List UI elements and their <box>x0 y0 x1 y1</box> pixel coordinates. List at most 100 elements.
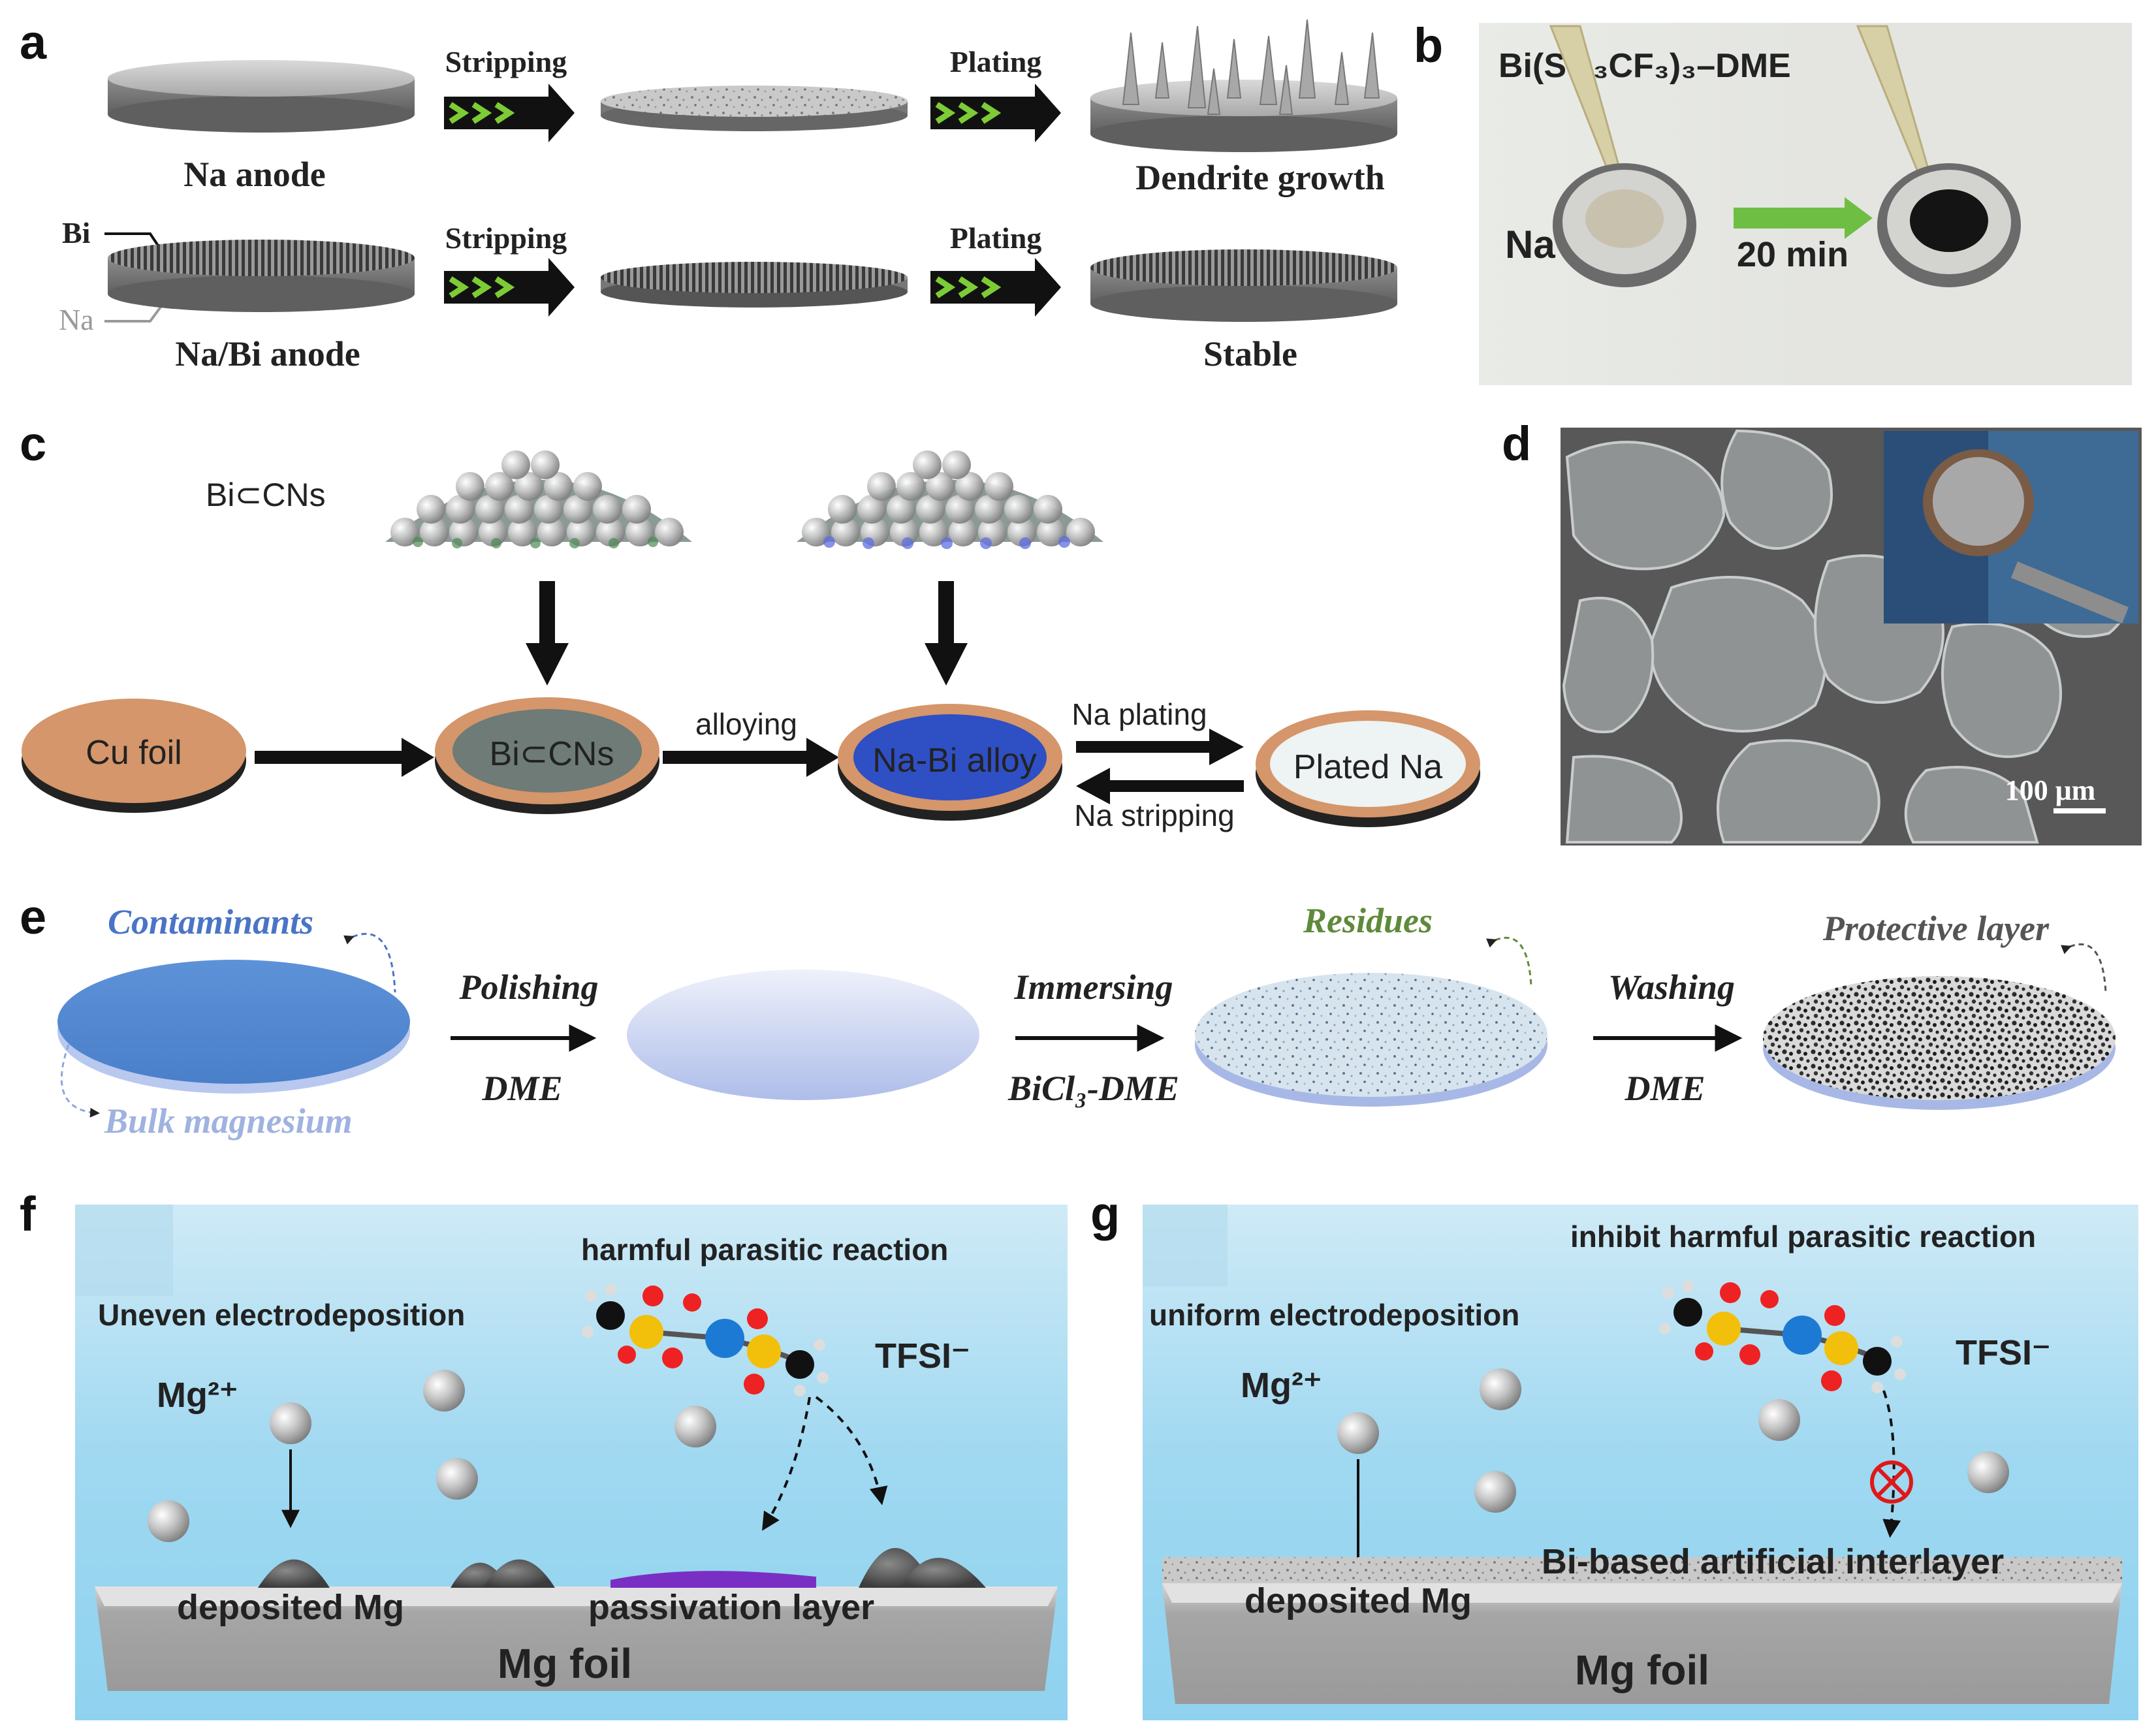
g-foil-label: Mg foil <box>1575 1647 1709 1694</box>
stripped-disc <box>601 86 908 131</box>
panel-letter-f: f <box>20 1187 36 1241</box>
polishing-label: Polishing <box>458 968 598 1007</box>
f-deposits <box>258 1548 986 1588</box>
coin-before <box>1553 163 1696 287</box>
bicl3-label: BiCl₃-DME <box>1007 1069 1179 1108</box>
interlayer-label: Bi-based artificial interlayer <box>1542 1542 2004 1581</box>
inhibit-icon <box>1870 1460 1913 1504</box>
f-mg-foil <box>95 1586 1058 1691</box>
panel-g: g inhibit harmful parasitic reaction uni… <box>1090 1187 2138 1720</box>
bicns-disc-label: Bi⊂CNs <box>490 735 614 773</box>
down-arrow-2 <box>925 581 968 686</box>
g-inhibit-label: inhibit harmful parasitic reaction <box>1570 1220 2036 1254</box>
stripping-label-2: Stripping <box>445 221 567 255</box>
f-mg2-label: Mg²⁺ <box>157 1376 238 1415</box>
arrow-na-plating <box>1076 729 1244 765</box>
contaminants-label: Contaminants <box>108 902 313 941</box>
nabi-alloy-disc <box>838 704 1062 821</box>
green-arrow-3 <box>444 258 575 317</box>
na-bi-anode-label: Na/Bi anode <box>175 334 360 373</box>
green-time-arrow <box>1734 197 1873 239</box>
panel-b: b Bi(SO₃CF₃)₃–DME Na 20 min <box>1414 18 2132 385</box>
protected-mg-disc <box>1763 976 2116 1110</box>
na-anode-label: Na anode <box>183 155 326 194</box>
panel-letter-a: a <box>20 15 47 69</box>
alloying-label: alloying <box>695 707 797 741</box>
sem-grains <box>1562 429 2134 844</box>
panel-d: d 100 μm <box>1502 417 2142 845</box>
stripped-nabi-disc <box>601 262 908 308</box>
plated-na-disc <box>1256 710 1480 827</box>
stable-disc <box>1090 249 1397 322</box>
plating-label-1: Plating <box>950 45 1042 78</box>
coin-after <box>1877 163 2021 287</box>
bi-label: Bi <box>62 216 91 249</box>
panel-c: c Bi⊂CNs <box>20 417 1480 832</box>
panel-e: e Contaminants Bulk magnesium Polishing … <box>20 890 2116 1141</box>
nabi-sphere-pile <box>797 450 1103 549</box>
bicns-disc <box>435 697 659 814</box>
plating-label-2: Plating <box>950 221 1042 255</box>
contaminated-mg-disc <box>57 960 410 1094</box>
na-plating-label: Na plating <box>1071 697 1207 731</box>
panel-letter-b: b <box>1414 18 1443 72</box>
passivation-layer <box>610 1571 816 1588</box>
bulk-mg-label: Bulk magnesium <box>104 1101 353 1141</box>
immersing-label: Immersing <box>1013 968 1173 1007</box>
green-arrow-1 <box>444 84 575 142</box>
g-tfsi-label: TFSI⁻ <box>1956 1333 2051 1372</box>
f-harmful-label: harmful parasitic reaction <box>581 1233 948 1267</box>
na-under-label: Na <box>59 303 94 336</box>
cu-foil-disc <box>22 699 246 813</box>
panel-f: f harmful parasitic reaction Uneven elec… <box>20 1187 1068 1720</box>
g-deposited-label: deposited Mg <box>1244 1581 1472 1620</box>
residues-label: Residues <box>1303 901 1433 940</box>
down-arrow-1 <box>526 581 569 686</box>
f-foil-label: Mg foil <box>498 1640 632 1687</box>
panel-letter-e: e <box>20 890 46 944</box>
passivation-label: passivation layer <box>588 1588 874 1627</box>
g-uniform-label: uniform electrodeposition <box>1149 1298 1519 1332</box>
panel-a: a Na anode Stripping Plating <box>20 15 1397 373</box>
na-bi-anode-disc <box>108 240 415 312</box>
scale-bar <box>2053 808 2106 813</box>
bicns-sphere-pile <box>385 450 692 548</box>
scale-bar-label: 100 μm <box>2005 774 2096 806</box>
g-mg-foil <box>1162 1557 2122 1704</box>
f-tfsi-label: TFSI⁻ <box>875 1336 970 1376</box>
g-mg2-label: Mg²⁺ <box>1241 1366 1322 1405</box>
washing-label: Washing <box>1608 968 1735 1007</box>
residue-mg-disc <box>1195 973 1547 1107</box>
polished-mg-disc <box>627 970 979 1100</box>
f-mg-ions <box>148 1370 716 1542</box>
panel-letter-d: d <box>1502 417 1531 471</box>
arrow-na-stripping <box>1076 768 1244 804</box>
stable-label: Stable <box>1203 334 1297 373</box>
g-mg-ions <box>1337 1368 2009 1513</box>
b-time-label: 20 min <box>1737 235 1848 274</box>
g-tfsi-molecule <box>1659 1280 1906 1393</box>
b-title: Bi(SO₃CF₃)₃–DME <box>1498 47 1791 85</box>
green-arrow-2 <box>930 84 1061 142</box>
stripping-label-1: Stripping <box>445 45 567 78</box>
na-stripping-label: Na stripping <box>1074 798 1234 832</box>
dendrite-disc <box>1090 19 1397 152</box>
f-uneven-label: Uneven electrodeposition <box>98 1298 465 1332</box>
dme-label-2: DME <box>1624 1069 1705 1108</box>
b-na-label: Na <box>1505 223 1555 266</box>
f-deposited-label: deposited Mg <box>177 1588 404 1627</box>
panel-letter-g: g <box>1090 1187 1120 1241</box>
c-bicns-title: Bi⊂CNs <box>206 477 326 513</box>
na-anode-disc <box>108 60 415 133</box>
plated-na-label: Plated Na <box>1293 748 1442 786</box>
cu-foil-label: Cu foil <box>86 734 182 772</box>
nabi-alloy-label: Na-Bi alloy <box>872 742 1036 780</box>
protective-layer-label: Protective layer <box>1822 909 2050 948</box>
green-arrow-4 <box>930 258 1061 317</box>
arrow-alloying <box>663 738 839 777</box>
arrow-cu-to-bicns <box>255 738 434 777</box>
f-tfsi-molecule <box>582 1284 829 1397</box>
dme-label-1: DME <box>481 1069 562 1108</box>
dendrite-label: Dendrite growth <box>1135 158 1384 197</box>
